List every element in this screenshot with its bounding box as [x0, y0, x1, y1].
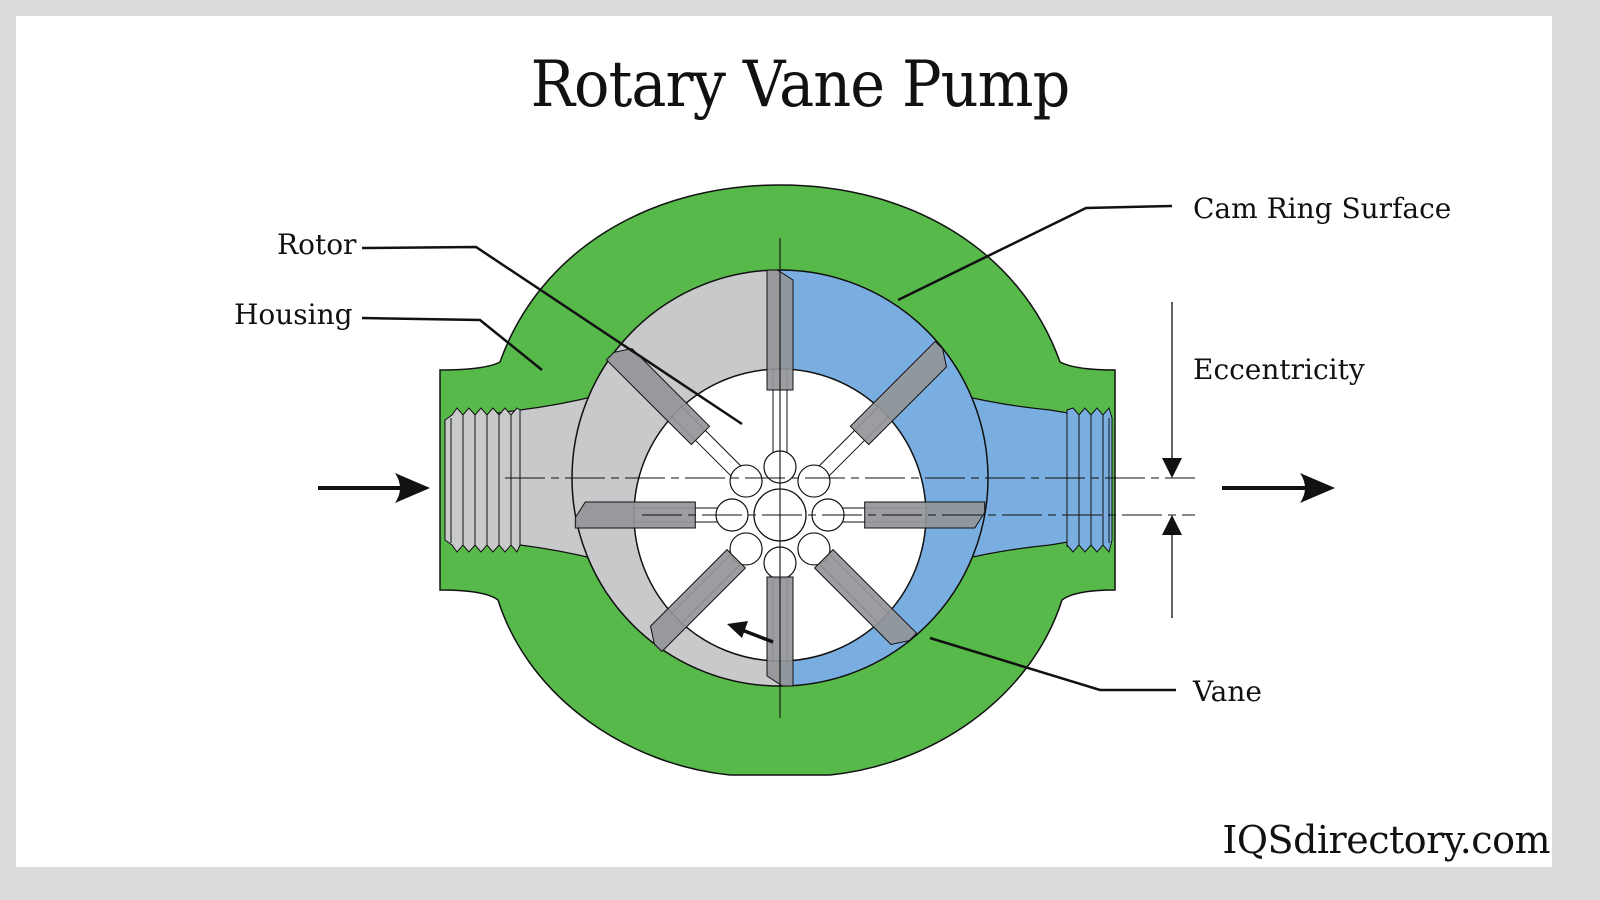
- eccentricity-dimension: [1162, 302, 1182, 618]
- label-housing: Housing: [234, 298, 353, 331]
- label-eccentricity: Eccentricity: [1193, 353, 1365, 386]
- diagram-title: Rotary Vane Pump: [530, 48, 1071, 122]
- vanes: [574, 269, 986, 687]
- outlet-flow-arrow: [1222, 473, 1335, 503]
- label-cam-ring-surface: Cam Ring Surface: [1193, 192, 1452, 225]
- vane: [849, 340, 948, 446]
- cam-ring-leader: [897, 204, 1173, 302]
- vane: [813, 548, 918, 646]
- vane: [574, 501, 696, 529]
- center-lines: [505, 238, 1195, 718]
- vane-slot-hole: [729, 464, 763, 498]
- vane: [864, 501, 986, 529]
- housing-leader: [361, 316, 543, 371]
- inlet-thread: [444, 407, 521, 553]
- vane-slot-hole: [797, 532, 831, 566]
- label-vane: Vane: [1193, 675, 1262, 708]
- vane: [649, 548, 747, 653]
- vane-slot-hole: [729, 532, 763, 566]
- leader-lines: [361, 204, 1176, 692]
- inlet-flow-arrow: [318, 473, 430, 503]
- rotation-arrow: [727, 621, 774, 644]
- label-rotor: Rotor: [277, 228, 357, 261]
- brand-logo: IQSdirectory.com: [1222, 818, 1550, 862]
- outlet-thread: [1066, 406, 1113, 554]
- vane-slot-hole: [797, 464, 831, 498]
- vane: [605, 347, 711, 446]
- vane-leader: [929, 636, 1176, 692]
- rotor-leader: [361, 245, 743, 426]
